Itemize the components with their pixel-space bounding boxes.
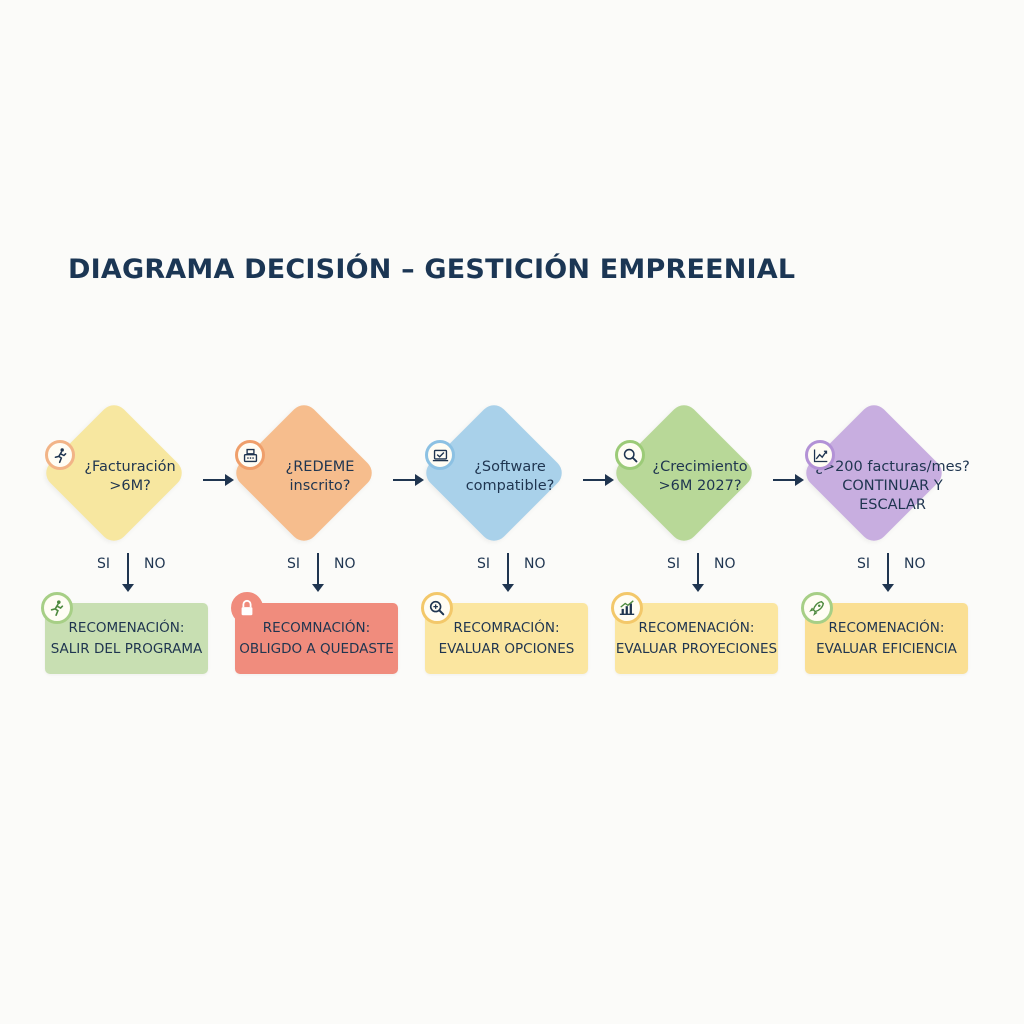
magnifier-icon — [615, 440, 645, 470]
down-arrow-line — [317, 553, 319, 587]
connector-arrowhead-4 — [795, 474, 804, 486]
bar-chart-icon — [611, 592, 643, 624]
branch-yes-label: SI — [667, 556, 681, 572]
decision-question-4: ¿Crecimiento >6M 2027? — [652, 459, 748, 494]
connector-arrowhead-1 — [225, 474, 234, 486]
rocket-icon — [801, 592, 833, 624]
laptop-check-icon — [425, 440, 455, 470]
branch-yes-label: SI — [97, 556, 111, 572]
running-person-icon — [41, 592, 73, 624]
connector-arrow-2 — [393, 479, 416, 481]
decision-step-5: ¿>200 facturas/mes? CONTINUAR Y ESCALAR … — [800, 0, 995, 1024]
branch-yes-label: SI — [857, 556, 871, 572]
down-arrow-head — [502, 584, 514, 592]
decision-question-5: ¿>200 facturas/mes? CONTINUAR Y ESCALAR — [815, 459, 970, 513]
down-arrow-line — [697, 553, 699, 587]
branch-no-label: NO — [714, 556, 736, 572]
branch-no-label: NO — [334, 556, 356, 572]
branch-no-label: NO — [144, 556, 166, 572]
decision-step-1: ¿Facturación >6M? SI NO RECOMENACIÓN: SA… — [40, 0, 235, 1024]
recommendation-box-4: RECOMENACIÓN: EVALUAR PROYECIONES — [615, 603, 778, 674]
recommendation-box-5: RECOMENACIÓN: EVALUAR EFICIENCIA — [805, 603, 968, 674]
down-arrow-head — [122, 584, 134, 592]
recommendation-box-3: RECOMRACIÓN: EVALUAR OPCIONES — [425, 603, 588, 674]
down-arrow-line — [507, 553, 509, 587]
decision-question-2: ¿REDEME inscrito? — [285, 459, 355, 494]
running-person-icon — [45, 440, 75, 470]
down-arrow-head — [882, 584, 894, 592]
down-arrow-line — [887, 553, 889, 587]
branch-yes-label: SI — [477, 556, 491, 572]
branch-yes-label: SI — [287, 556, 301, 572]
decision-step-4: ¿Crecimiento >6M 2027? SI NO RECOMENACIÓ… — [610, 0, 805, 1024]
down-arrow-line — [127, 553, 129, 587]
growth-chart-icon — [805, 440, 835, 470]
connector-arrow-3 — [583, 479, 606, 481]
connector-arrowhead-3 — [605, 474, 614, 486]
branch-no-label: NO — [904, 556, 926, 572]
magnifier-icon — [421, 592, 453, 624]
connector-arrow-4 — [773, 479, 796, 481]
diagram-title: DIAGRAMA DECISIÓN – GESTICIÓN EMPREENIAL — [68, 254, 796, 285]
register-machine-icon — [235, 440, 265, 470]
down-arrow-head — [692, 584, 704, 592]
recommendation-box-1: RECOMENACIÓN: SALIR DEL PROGRAMA — [45, 603, 208, 674]
recommendation-box-2: RECOMNACIÓN: OBLIGDO A QUEDASTE — [235, 603, 398, 674]
branch-no-label: NO — [524, 556, 546, 572]
down-arrow-head — [312, 584, 324, 592]
decision-step-2: ¿REDEME inscrito? SI NO RECOMNACIÓN: OBL… — [230, 0, 425, 1024]
decision-question-1: ¿Facturación >6M? — [84, 459, 176, 494]
decision-question-3: ¿Software compatible? — [465, 459, 555, 494]
connector-arrowhead-2 — [415, 474, 424, 486]
decision-step-3: ¿Software compatible? SI NO RECOMRACIÓN:… — [420, 0, 615, 1024]
lock-icon — [231, 592, 263, 624]
connector-arrow-1 — [203, 479, 226, 481]
